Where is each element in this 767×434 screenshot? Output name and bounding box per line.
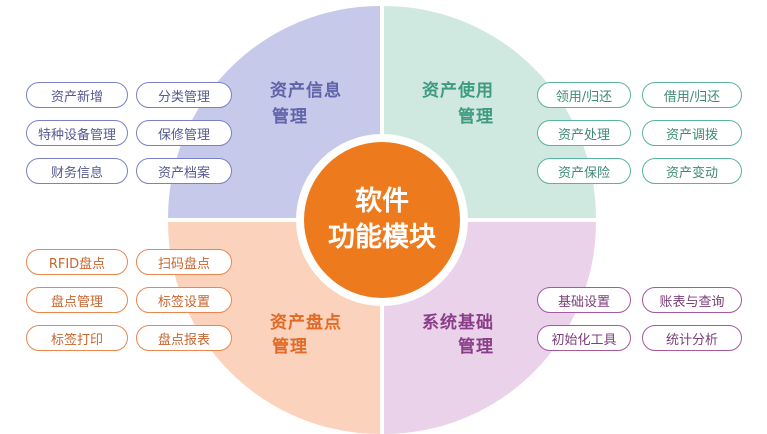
pill-financial-info: 财务信息 (26, 158, 128, 184)
quadrant-asset-info-title-line2: 管理 (272, 106, 308, 127)
pill-collect-return: 领用/归还 (537, 82, 631, 108)
pill-asset-add: 资产新增 (26, 82, 128, 108)
center-circle (304, 142, 460, 298)
pill-initialization-tool: 初始化工具 (537, 325, 631, 351)
quadrant-inventory-title-line1: 资产盘点 (270, 312, 342, 333)
pill-rfid-inventory: RFID盘点 (26, 249, 128, 275)
center-title-line1: 软件 (355, 186, 409, 217)
quadrant-system-base-title-line2: 管理 (458, 336, 494, 357)
pill-asset-change: 资产变动 (642, 158, 742, 184)
pill-label-settings: 标签设置 (136, 287, 232, 313)
pill-inventory-report: 盘点报表 (136, 325, 232, 351)
pill-scan-inventory: 扫码盘点 (136, 249, 232, 275)
pill-borrow-return: 借用/归还 (642, 82, 742, 108)
pill-basic-settings: 基础设置 (537, 287, 631, 313)
quadrant-system-base-title-line1: 系统基础 (422, 312, 494, 333)
pill-inventory-management: 盘点管理 (26, 287, 128, 313)
pill-special-equipment-management: 特种设备管理 (26, 120, 128, 146)
pill-asset-insurance: 资产保险 (537, 158, 631, 184)
pill-category-management: 分类管理 (136, 82, 232, 108)
pill-asset-archive: 资产档案 (136, 158, 232, 184)
pill-statistical-analysis: 统计分析 (642, 325, 742, 351)
pill-warranty-management: 保修管理 (136, 120, 232, 146)
quadrant-inventory-title-line2: 管理 (272, 336, 308, 357)
pill-ledger-query: 账表与查询 (642, 287, 742, 313)
quadrant-asset-use-title-line1: 资产使用 (422, 80, 494, 101)
quadrant-asset-info-title-line1: 资产信息 (270, 80, 342, 101)
quadrant-asset-use-title-line2: 管理 (458, 106, 494, 127)
pill-asset-disposal: 资产处理 (537, 120, 631, 146)
center-title-line2: 功能模块 (328, 221, 437, 253)
pill-asset-transfer: 资产调拨 (642, 120, 742, 146)
pill-label-print: 标签打印 (26, 325, 128, 351)
